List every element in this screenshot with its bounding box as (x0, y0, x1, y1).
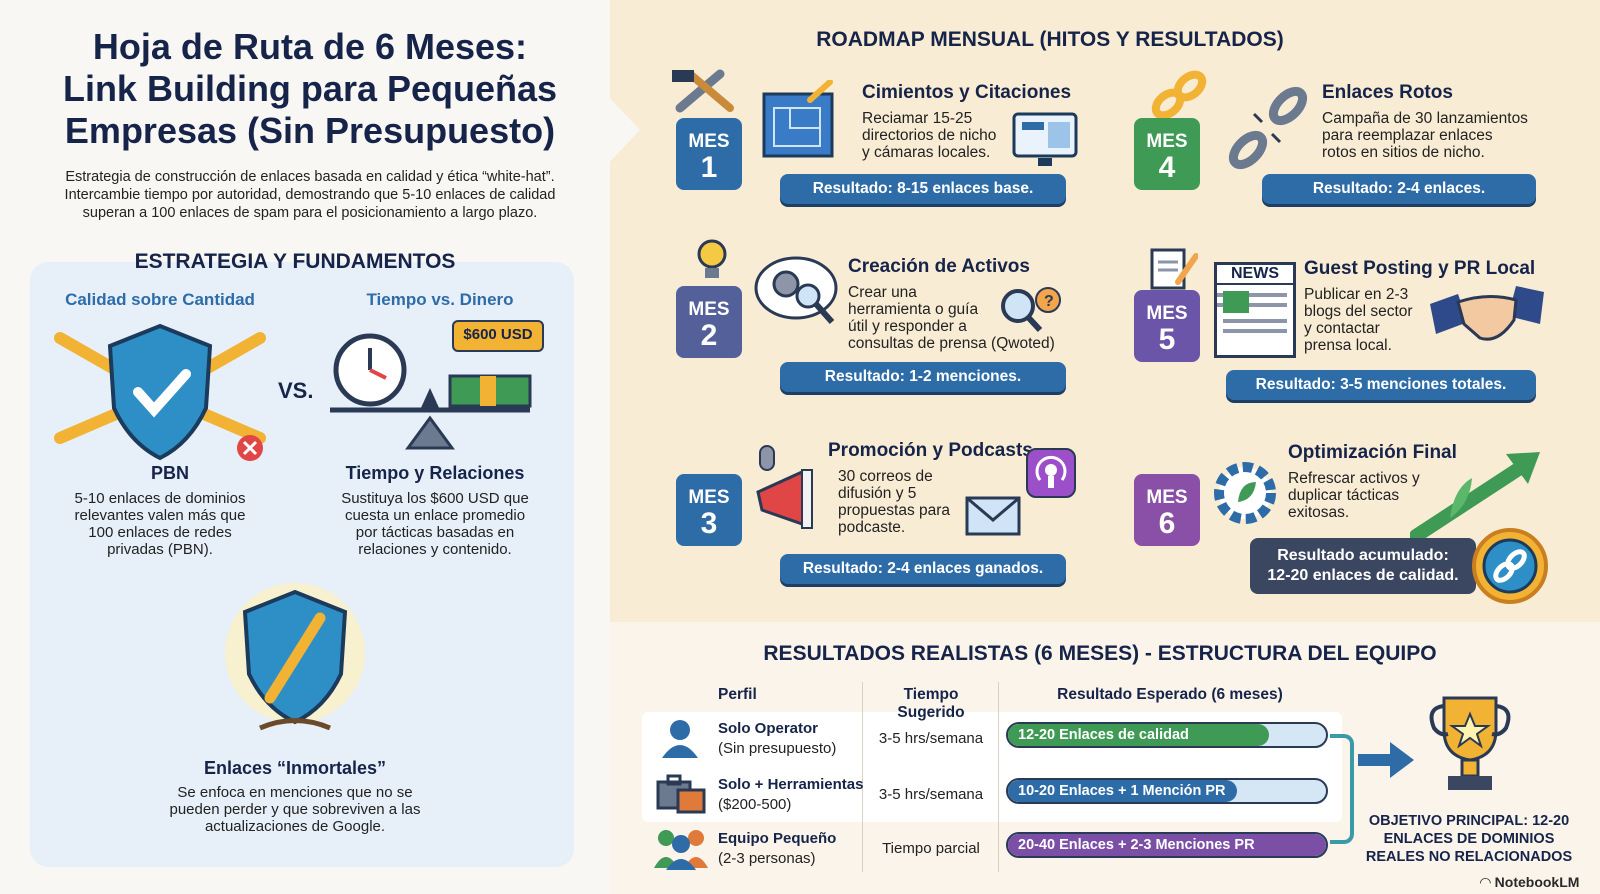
month-1-title: Cimientos y Citaciones (862, 82, 1072, 103)
immortal-desc: Se enfoca en menciones que no se pueden … (169, 784, 421, 835)
envelope-icon (964, 484, 1022, 536)
month-3-desc: 30 correos de difusión y 5 propuestas pa… (838, 468, 951, 536)
time-relations-desc: Sustituya los $600 USD que cuesta un enl… (341, 490, 529, 558)
intro-text: Estrategia de construcción de enlaces ba… (64, 169, 556, 221)
row-2-profile: Solo + Herramientas (718, 776, 864, 793)
svg-text:?: ? (1044, 293, 1054, 310)
month-4-title: Enlaces Rotos (1322, 82, 1453, 103)
row-3-progress-bar: 20-40 Enlaces + 2-3 Menciones PR (1006, 832, 1328, 858)
col-header-time: Tiempo Sugerido (897, 686, 965, 721)
month-5-desc: Publicar en 2-3 blogs del sector y conta… (1304, 286, 1413, 354)
time-money-scale-icon (320, 318, 540, 458)
month-6-badge: MES 6 (1134, 474, 1200, 546)
month-5-title: Guest Posting y PR Local (1304, 258, 1536, 279)
month-4-result: Resultado: 2-4 enlaces. (1262, 174, 1536, 204)
roadmap-heading: ROADMAP MENSUAL (HITOS Y RESULTADOS) (816, 28, 1284, 51)
link-badge-icon (1470, 526, 1550, 606)
document-pen-icon (1148, 248, 1199, 290)
lightbulb-icon (690, 236, 734, 284)
row-2-progress-bar: 10-20 Enlaces + 1 Mención PR (1006, 778, 1328, 804)
month-4-badge: MES 4 (1134, 118, 1200, 190)
growth-arrow-icon (1409, 448, 1542, 543)
month-3-badge: MES 3 (676, 474, 742, 546)
main-goal: OBJETIVO PRINCIPAL: 12-20 ENLACES DE DOM… (1365, 813, 1573, 865)
col-header-profile: Perfil (718, 686, 757, 703)
notebooklm-icon: ◠ (1480, 874, 1495, 890)
immortal-title: Enlaces “Inmortales” (203, 758, 387, 778)
trophy-icon (1420, 680, 1520, 798)
results-heading: RESULTADOS REALISTAS (6 MESES) - ESTRUCT… (763, 642, 1437, 665)
month-5-badge: MES 5 (1134, 290, 1200, 362)
gear-magnifier-icon (752, 252, 844, 332)
month-6-title: Optimización Final (1288, 442, 1457, 463)
quality-heading: Calidad sobre Cantidad (65, 290, 255, 309)
blueprint-icon (760, 79, 836, 160)
month-4-desc: Campaña de 30 lanzamientos para reemplaz… (1322, 110, 1528, 161)
time-relations-title: Tiempo y Relaciones (345, 463, 525, 483)
panel-pointer (604, 92, 640, 168)
row-2-sub: ($200-500) (718, 796, 792, 813)
pbn-title: PBN (150, 463, 189, 483)
month-3-result: Resultado: 2-4 enlaces ganados. (780, 554, 1066, 584)
pbn-desc: 5-10 enlaces de dominios relevantes vale… (74, 490, 246, 558)
megaphone-icon (752, 442, 832, 538)
arrow-right-icon (1356, 740, 1416, 780)
handshake-icon (1428, 282, 1546, 352)
vs-label: VS. (278, 378, 314, 403)
search-question-icon: ? (996, 284, 1062, 334)
month-2-title: Creación de Activos (848, 256, 1030, 277)
toolbox-icon (656, 772, 706, 814)
row-1-sub: (Sin presupuesto) (718, 740, 837, 757)
podcast-icon (1026, 448, 1076, 498)
monitor-icon (1012, 112, 1078, 168)
row-3-time: Tiempo parcial (882, 840, 980, 857)
broken-chain-icon (1222, 82, 1314, 174)
row-1-progress-bar: 12-20 Enlaces de calidad (1006, 722, 1328, 748)
row-3-sub: (2-3 personas) (718, 850, 816, 867)
team-icon (652, 826, 710, 870)
month-6-result: Resultado acumulado: 12-20 enlaces de ca… (1250, 538, 1476, 594)
newspaper-icon: NEWS (1214, 262, 1296, 358)
row-1-profile: Solo Operator (718, 720, 819, 737)
month-2-result: Resultado: 1-2 menciones. (780, 362, 1066, 392)
gear-leaf-icon (1210, 458, 1280, 528)
time-money-heading: Tiempo vs. Dinero (366, 290, 514, 309)
row-1-outcome: 12-20 Enlaces de calidad (1008, 724, 1269, 746)
month-3-title: Promoción y Podcasts (828, 440, 1033, 461)
brand-footer: ◠ NotebookLM (1480, 874, 1580, 890)
col-divider-1 (862, 682, 863, 872)
chain-icon (1148, 70, 1208, 120)
row-1-time: 3-5 hrs/semana (878, 730, 984, 747)
month-1-result: Resultado: 8-15 enlaces base. (780, 174, 1066, 204)
col-divider-2 (998, 682, 999, 872)
row-3-outcome: 20-40 Enlaces + 2-3 Menciones PR (1008, 834, 1326, 856)
tools-icon (670, 68, 740, 114)
row-3-profile: Equipo Pequeño (718, 830, 837, 847)
month-5-result: Resultado: 3-5 menciones totales. (1226, 370, 1536, 400)
month-1-desc: Reciamar 15-25 directorios de nicho y cá… (862, 110, 997, 161)
strategy-heading: ESTRATEGIA Y FUNDAMENTOS (134, 250, 456, 273)
person-icon (658, 716, 702, 760)
page-title: Hoja de Ruta de 6 Meses: Link Building p… (62, 26, 558, 151)
shield-chains-icon (50, 318, 270, 468)
month-6-desc: Refrescar activos y duplicar tácticas ex… (1288, 470, 1420, 521)
col-header-outcome: Resultado Esperado (6 meses) (1057, 686, 1283, 703)
row-2-outcome: 10-20 Enlaces + 1 Mención PR (1008, 780, 1237, 802)
row-2-time: 3-5 hrs/semana (878, 786, 984, 803)
bracket-connector (1330, 734, 1354, 844)
price-tag: $600 USD (452, 320, 544, 352)
month-2-badge: MES 2 (676, 286, 742, 358)
immortal-shield-icon (210, 578, 380, 748)
month-1-badge: MES 1 (676, 118, 742, 190)
month-2-desc: Crear una herramienta o guía útil y resp… (848, 284, 1055, 352)
